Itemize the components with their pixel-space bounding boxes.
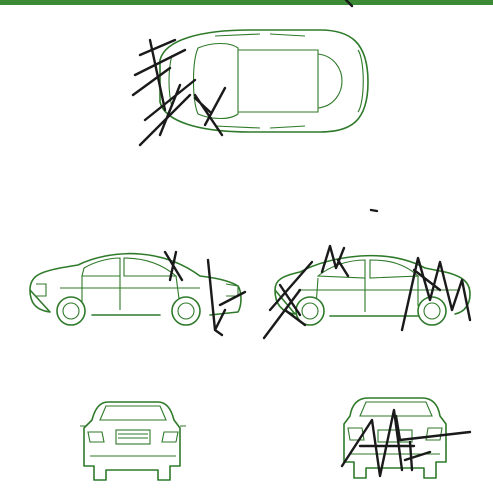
- car-left-rear-wheel: [172, 297, 200, 325]
- damage-mark-top-front: [133, 40, 195, 145]
- car-right-front-wheel: [418, 297, 446, 325]
- car-top-trunk-line: [358, 50, 363, 112]
- car-left-side-view[interactable]: [30, 252, 245, 335]
- car-left-taillight: [226, 284, 238, 296]
- car-right-front-window: [370, 260, 418, 278]
- car-front-windshield: [100, 406, 166, 420]
- stray-mark: [371, 210, 377, 211]
- car-front-body: [84, 402, 180, 480]
- car-left-headlight: [36, 284, 46, 296]
- car-rear-window: [360, 402, 432, 416]
- car-left-front-wheel: [57, 297, 85, 325]
- car-left-rear-window: [124, 258, 176, 276]
- damage-mark-left-rear: [208, 260, 245, 335]
- car-right-side-view[interactable]: [264, 246, 470, 338]
- damage-mark-rear: [342, 410, 470, 476]
- damage-mark-right-roof: [322, 246, 348, 276]
- car-top-body: [160, 30, 368, 132]
- car-rear-view[interactable]: [342, 398, 470, 478]
- car-top-doors: [215, 34, 305, 128]
- car-top-rear-window: [318, 54, 342, 108]
- car-top-roof: [238, 50, 318, 112]
- car-front-grille: [116, 430, 150, 444]
- car-front-view[interactable]: [80, 402, 186, 480]
- car-top-view[interactable]: [133, 30, 368, 145]
- header-bar: [0, 0, 493, 5]
